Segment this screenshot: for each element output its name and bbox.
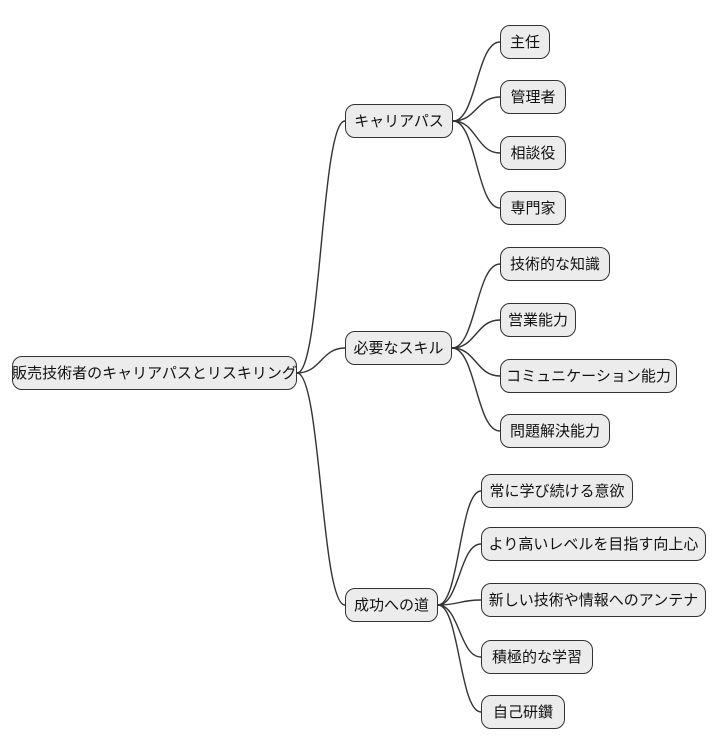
edge-skills-problem-solving — [451, 347, 501, 432]
branch-required-skills: 必要なスキル — [345, 331, 452, 365]
edge-root-path-to-success — [296, 372, 346, 606]
edge-skills-sales — [451, 319, 501, 349]
leaf-communication-skill: コミュニケーション能力 — [500, 359, 677, 393]
leaf-sales-skill: 営業能力 — [500, 303, 576, 337]
edge-root-required-skills — [296, 347, 346, 374]
edge-skills-communication — [451, 347, 501, 377]
edge-root-career-path — [296, 120, 346, 374]
leaf-antenna-new-tech: 新しい技術や情報へのアンテナ — [481, 583, 706, 617]
leaf-advisor: 相談役 — [500, 136, 566, 170]
branch-path-to-success: 成功への道 — [345, 588, 438, 622]
edge-success-aspiration — [437, 543, 482, 606]
edge-career-advisor — [452, 120, 501, 154]
leaf-self-improvement: 自己研鑽 — [481, 695, 565, 729]
leaf-problem-solving: 問題解決能力 — [500, 414, 610, 448]
edge-success-learning-desire — [437, 490, 482, 606]
edge-career-chief — [452, 41, 501, 122]
edge-success-self-improve — [437, 604, 482, 713]
leaf-aspiration-higher-level: より高いレベルを目指す向上心 — [481, 527, 706, 561]
leaf-active-learning: 積極的な学習 — [481, 640, 593, 674]
leaf-manager: 管理者 — [500, 80, 566, 114]
edge-success-active-learning — [437, 604, 482, 658]
leaf-technical-knowledge: 技術的な知識 — [500, 247, 610, 281]
edge-success-antenna — [437, 599, 482, 606]
leaf-chief: 主任 — [500, 25, 550, 59]
edge-skills-technical — [451, 263, 501, 349]
branch-career-path: キャリアパス — [345, 104, 453, 138]
leaf-continuous-learning-desire: 常に学び続ける意欲 — [481, 474, 633, 508]
node-root: 販売技術者のキャリアパスとリスキリング — [12, 356, 297, 390]
edge-career-expert — [452, 120, 501, 209]
edge-career-manager — [452, 96, 501, 122]
leaf-expert: 専門家 — [500, 191, 566, 225]
